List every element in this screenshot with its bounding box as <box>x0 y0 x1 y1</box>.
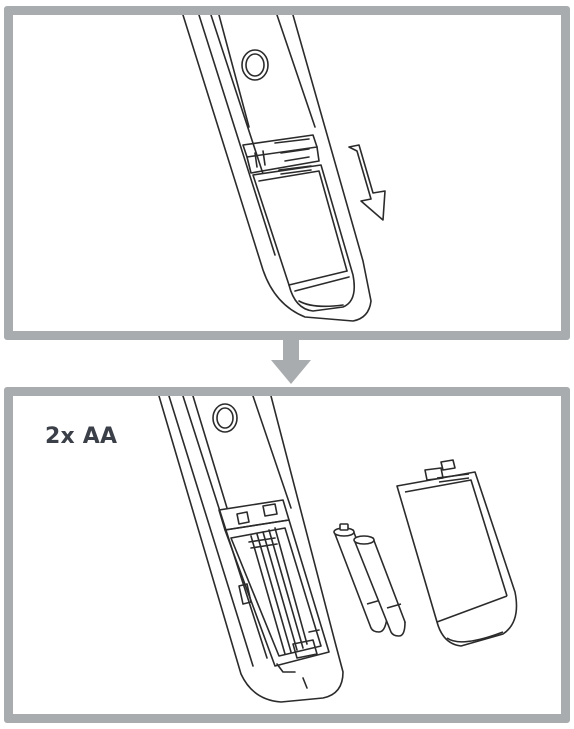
battery-count-label: 2x AA <box>45 424 118 449</box>
step-1-panel <box>4 6 570 340</box>
slide-direction-arrow-icon <box>348 144 386 221</box>
battery-cover-illustration <box>396 459 518 647</box>
remote-slide-cover-illustration <box>182 15 386 322</box>
step-2-panel: 2x AA <box>4 387 570 723</box>
down-arrow-icon <box>268 340 314 386</box>
aa-batteries-illustration <box>333 523 406 637</box>
remote-insert-batteries-illustration <box>158 396 518 703</box>
